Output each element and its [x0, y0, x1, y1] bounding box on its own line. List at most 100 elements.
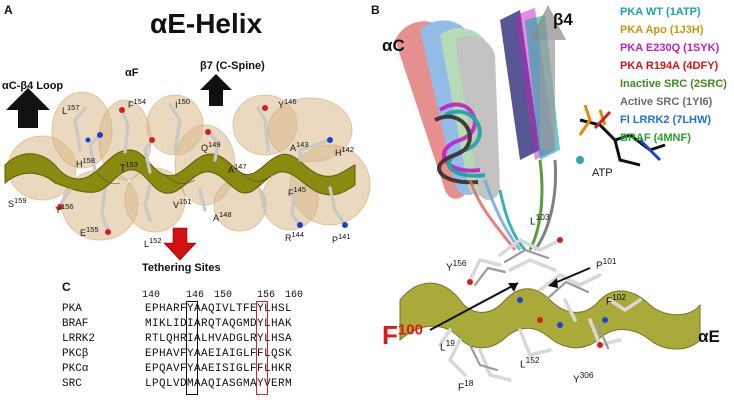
residue-S159: S159: [8, 196, 27, 209]
loop-strand: [483, 179, 522, 251]
tick-150: 150: [214, 290, 233, 301]
side-chain: [168, 103, 182, 154]
label-ac: αC: [382, 36, 405, 55]
side-chain: [100, 188, 110, 232]
label-af: αF: [125, 67, 139, 79]
align-name-braf: BRAF: [62, 318, 89, 330]
residue-A143: A143: [290, 140, 309, 153]
side-chain: [298, 138, 332, 162]
panel-a-letter: A: [4, 3, 13, 17]
legend-pka-apo: PKA Apo (1J3H): [620, 24, 704, 36]
residue-H158: H158: [76, 156, 96, 169]
p101-pointer-head: [548, 278, 558, 288]
align-seq-pkca: EPQAVFYAAEISIGLFFLHKR: [145, 363, 293, 375]
b-side-chains: [438, 237, 642, 382]
tethering-arrow: [163, 227, 197, 261]
b-side-chains-dark: [468, 248, 610, 372]
side-chain: [120, 108, 130, 154]
tick-156: 156: [257, 290, 276, 301]
residue-L152: L152: [144, 236, 162, 249]
side-chain: [88, 133, 102, 172]
residue-b-L103: L103: [530, 212, 550, 228]
residue-T153: T153: [120, 160, 139, 173]
residue-b-P101: P101: [596, 256, 617, 272]
residue-b-Y306: Y306: [573, 370, 594, 386]
label-f100: F100: [382, 320, 423, 350]
residue-b-F102: F102: [606, 292, 627, 308]
residue-V151: V151: [173, 197, 192, 210]
ae-helix-bundle: [399, 282, 701, 350]
label-tethering-sites: Tethering Sites: [142, 262, 221, 274]
oxygen-atoms: [57, 105, 268, 235]
align-name-pkca: PKCα: [62, 363, 89, 375]
residue-R144: R144: [285, 230, 305, 243]
residue-F145: F145: [288, 185, 307, 198]
atp-molecule: [578, 104, 666, 167]
side-chain: [198, 188, 207, 212]
align-seq-src: LPQLVDMAAQIASGMAYVERM: [145, 378, 293, 390]
residue-Y156: Y156: [55, 202, 74, 215]
label-atp: ATP: [592, 167, 613, 179]
alpha-e-helix-ribbon: [4, 149, 356, 196]
legend-inactive-src: Inactive SRC (2SRC): [620, 78, 727, 90]
align-seq-pkcb: EPHAVFYAAEIAIGLFFLQSK: [145, 348, 293, 360]
helix-shade: [164, 174, 196, 185]
label-ac-b4-loop: αC-β4 Loop: [2, 80, 64, 92]
nitrogen-atoms: [85, 132, 348, 228]
panel-a-title: αE-Helix: [150, 8, 263, 39]
align-name-src: SRC: [62, 378, 82, 390]
legend-fl-lrrk2: Fl LRRK2 (7LHW): [620, 114, 712, 126]
residue-L157: L157: [62, 103, 80, 116]
legend-pka-e230q: PKA E230Q (1SYK): [620, 42, 720, 54]
residue-H142: H142: [335, 145, 355, 158]
ac-loop-magenta: [438, 102, 481, 173]
panel-c-letter: C: [62, 280, 71, 294]
align-name-pka: PKA: [62, 303, 82, 315]
side-chain: [73, 106, 87, 152]
label-b7: β7 (C-Spine): [200, 60, 265, 72]
side-chain: [143, 138, 154, 174]
residue-b-F18: F18: [458, 378, 474, 394]
metal-ion: [576, 156, 584, 164]
label-ae: αE: [698, 327, 720, 346]
f100-pointer-line: [429, 282, 519, 331]
residue-P141: P141: [332, 232, 351, 245]
loop-strand: [528, 159, 544, 251]
helix-shade: [94, 171, 121, 185]
legend-active-src: Active SRC (1YI6): [620, 96, 713, 108]
residue-A147: A147: [228, 162, 247, 175]
label-b4: β4: [553, 10, 573, 29]
b7-arrow: [200, 74, 232, 106]
b-nitrogen-atoms: [517, 297, 608, 328]
align-seq-lrrk2: RTLQHRIALHVADGLRYLHSA: [145, 333, 293, 345]
legend-braf: BRAF (4MNF): [620, 132, 691, 144]
highlight-box-156: [256, 301, 268, 395]
tick-140: 140: [142, 290, 161, 301]
helix-shade: [239, 171, 269, 182]
legend-pka-wt: PKA WT (1ATP): [620, 6, 701, 18]
side-chain: [328, 186, 347, 227]
align-seq-pka: EPHARFYAAQIVLTFEYLHSL: [145, 303, 293, 315]
b4-strand-gray: [540, 40, 555, 150]
loop-strand: [468, 179, 517, 251]
side-chain: [256, 106, 270, 152]
highlight-box-146: [186, 301, 198, 395]
residue-I150: I150: [175, 97, 191, 110]
tick-160: 160: [285, 290, 304, 301]
align-name-lrrk2: LRRK2: [62, 333, 96, 345]
b-oxygen-atoms: [467, 237, 603, 348]
loop-strand: [533, 159, 558, 251]
side-chain: [290, 183, 302, 227]
residue-F154: F154: [128, 97, 147, 110]
loop-strand: [498, 189, 527, 251]
residue-A148: A148: [213, 210, 232, 223]
f100-pointer-head: [508, 283, 518, 292]
panel-b-letter: B: [371, 3, 380, 17]
b4-arrowhead: [530, 5, 566, 40]
side-chain: [206, 130, 220, 162]
ac-loop-dark: [434, 114, 479, 185]
align-seq-braf: MIKLIDIARQTAQGMDYLHAK: [145, 318, 293, 330]
align-name-pkcb: PKCβ: [62, 348, 89, 360]
